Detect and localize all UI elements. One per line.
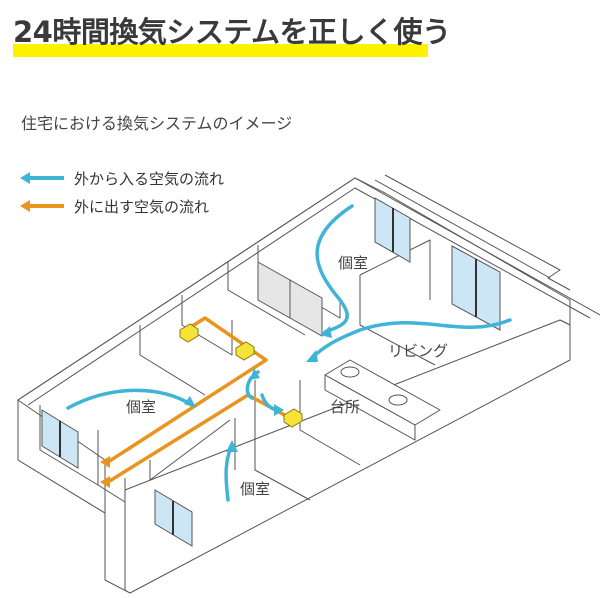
room-label-private-left: 個室 [126, 398, 156, 416]
room-label-private-bottom: 個室 [240, 480, 270, 498]
arrow-left-icon [20, 200, 64, 212]
title-highlight-bar [13, 44, 428, 57]
diagram-subtitle: 住宅における換気システムのイメージ [21, 114, 293, 133]
room-label-kitchen: 台所 [330, 398, 360, 416]
page-title-block: 24時間換気システムを正しく使う [13, 12, 451, 62]
page-title: 24時間換気システムを正しく使う [13, 15, 451, 49]
room-label-private-top: 個室 [338, 254, 368, 272]
legend-label-intake: 外から入る空気の流れ [74, 169, 225, 188]
room-label-living: リビング [388, 342, 448, 360]
legend-label-exhaust: 外に出す空気の流れ [74, 197, 210, 216]
legend: 外から入る空気の流れ 外に出す空気の流れ [20, 164, 224, 220]
legend-item-intake: 外から入る空気の流れ [20, 164, 224, 192]
legend-item-exhaust: 外に出す空気の流れ [20, 192, 224, 220]
arrow-left-icon [20, 172, 64, 184]
